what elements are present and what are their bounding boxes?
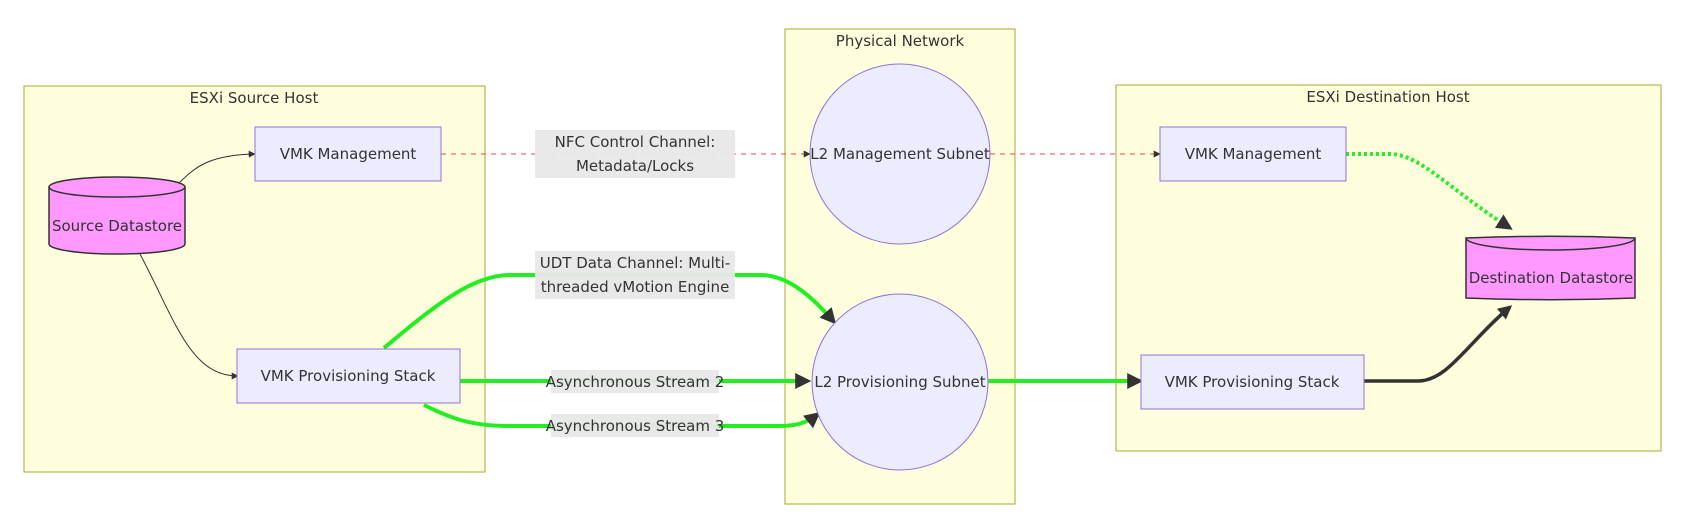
source-vmk-provisioning-node[interactable]: VMK Provisioning Stack bbox=[236, 348, 461, 404]
source-vmk-provisioning-label: VMK Provisioning Stack bbox=[261, 367, 436, 385]
source-vmk-provisioning-box bbox=[236, 348, 461, 404]
edge-dest-vmk-management-to-datastore bbox=[1346, 152, 1513, 230]
edge-label-stream3-text: Asynchronous Stream 3 bbox=[546, 417, 725, 435]
edge-label-udt-line1: UDT Data Channel: Multi- bbox=[540, 254, 731, 272]
edge-label-nfc-control-channel: NFC Control Channel: Metadata/Locks bbox=[535, 130, 735, 178]
l2-management-subnet-circle bbox=[809, 63, 991, 245]
edge-label-udt-line2: threaded vMotion Engine bbox=[541, 278, 730, 296]
source-vmk-management-label: VMK Management bbox=[280, 145, 417, 163]
cluster-destination-title: ESXi Destination Host bbox=[1306, 88, 1469, 106]
l2-provisioning-subnet-label: L2 Provisioning Subnet bbox=[814, 373, 985, 391]
cluster-network-title: Physical Network bbox=[836, 32, 965, 50]
edge-label-nfc-bg bbox=[535, 130, 735, 178]
l2-provisioning-subnet-circle bbox=[811, 293, 989, 471]
dest-vmk-provisioning-node[interactable]: VMK Provisioning Stack bbox=[1140, 354, 1365, 410]
destination-datastore-cylinder-top bbox=[1465, 237, 1636, 251]
edge-asynchronous-stream-3 bbox=[423, 403, 821, 429]
dest-vmk-management-box bbox=[1159, 126, 1347, 182]
edge-label-stream2-bg bbox=[551, 370, 719, 393]
source-vmk-management-box bbox=[254, 126, 442, 182]
dest-vmk-management-node[interactable]: VMK Management bbox=[1159, 126, 1347, 182]
edge-label-asynchronous-stream-2: Asynchronous Stream 2 bbox=[546, 370, 725, 393]
edge-label-stream3-bg bbox=[551, 414, 719, 437]
source-datastore-node[interactable]: Source Datastore bbox=[48, 176, 186, 255]
edge-dest-vmk-provisioning-to-datastore bbox=[1364, 305, 1513, 383]
edge-label-nfc-line2: Metadata/Locks bbox=[576, 157, 694, 175]
destination-datastore-label: Destination Datastore bbox=[1469, 269, 1634, 287]
edge-label-nfc-line1: NFC Control Channel: bbox=[555, 133, 716, 151]
edge-source-datastore-to-vmk-management bbox=[177, 150, 256, 185]
cluster-source-title: ESXi Source Host bbox=[190, 89, 319, 107]
source-datastore-cylinder bbox=[48, 176, 186, 255]
destination-datastore-cylinder bbox=[1465, 235, 1636, 301]
l2-provisioning-subnet-node[interactable]: L2 Provisioning Subnet bbox=[811, 293, 989, 471]
source-vmk-management-node[interactable]: VMK Management bbox=[254, 126, 442, 182]
l2-management-subnet-node[interactable]: L2 Management Subnet bbox=[809, 63, 991, 245]
source-datastore-cylinder-top bbox=[48, 186, 186, 198]
edge-label-asynchronous-stream-3: Asynchronous Stream 3 bbox=[546, 414, 725, 437]
edge-udt-data-channel bbox=[382, 273, 837, 350]
edge-source-datastore-to-vmk-provisioning bbox=[139, 253, 239, 380]
edge-label-stream2-text: Asynchronous Stream 2 bbox=[546, 373, 725, 391]
l2-management-subnet-label: L2 Management Subnet bbox=[810, 145, 990, 163]
dest-vmk-management-label: VMK Management bbox=[1185, 145, 1322, 163]
source-datastore-label: Source Datastore bbox=[52, 217, 182, 235]
destination-datastore-node[interactable]: Destination Datastore bbox=[1465, 235, 1636, 301]
edge-label-udt-data-channel: UDT Data Channel: Multi- threaded vMotio… bbox=[535, 251, 735, 299]
dest-vmk-provisioning-box bbox=[1140, 354, 1365, 410]
edge-label-udt-bg bbox=[535, 251, 735, 299]
dest-vmk-provisioning-label: VMK Provisioning Stack bbox=[1165, 373, 1340, 391]
